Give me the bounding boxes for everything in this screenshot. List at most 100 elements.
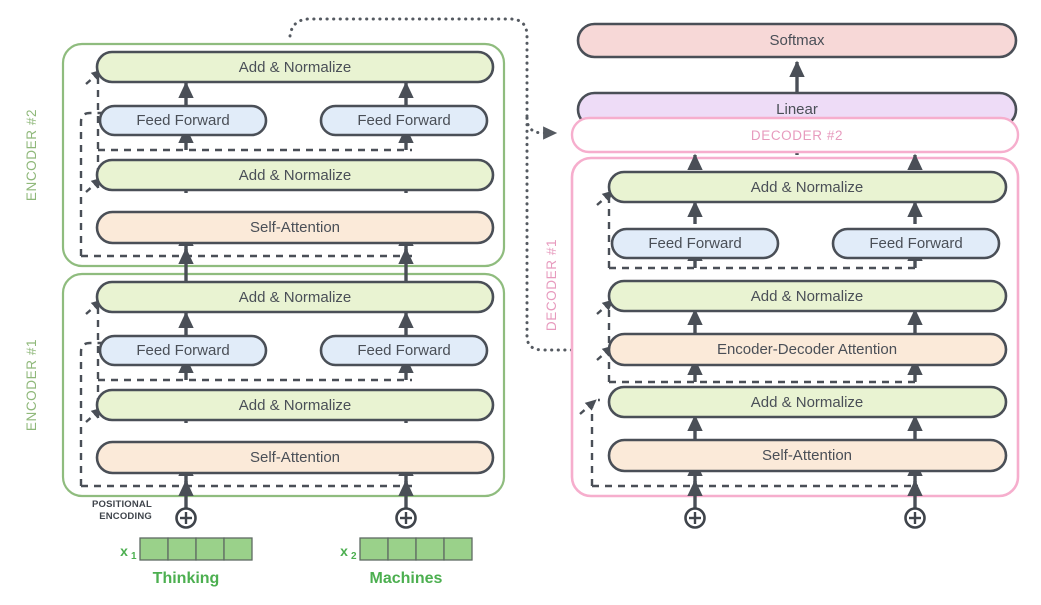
block-dec1-add-norm-mid[interactable]: Add & Normalize	[607, 279, 1008, 313]
block-label: Feed Forward	[648, 235, 741, 252]
enc2-residual-arrow-top	[85, 69, 103, 85]
embedding-cell	[359, 537, 389, 561]
embedding-x1-cells	[139, 537, 253, 561]
block-label: Encoder-Decoder Attention	[717, 341, 897, 358]
decoder-1-label: DECODER #1	[544, 239, 559, 331]
block-enc1-add-norm-top[interactable]: Add & Normalize	[95, 280, 495, 314]
embedding-cell	[415, 537, 445, 561]
decoder-group-1[interactable]: DECODER #1 Add & Normalize Fe	[544, 156, 1020, 498]
block-label: Self-Attention	[250, 449, 340, 466]
block-softmax[interactable]: Softmax	[576, 22, 1018, 59]
block-rect	[607, 279, 1008, 313]
dotted-branch-to-decoder-2	[525, 116, 558, 140]
block-rect	[95, 388, 495, 422]
embedding-cell	[223, 537, 253, 561]
enc2-residual-lower-left	[79, 111, 186, 256]
embedding-x1[interactable]: x 1 Thinking	[120, 537, 253, 587]
enc1-residual-arrow-mid	[85, 407, 103, 423]
block-label: Linear	[776, 101, 818, 118]
embedding-cell	[139, 537, 169, 561]
block-dec1-encoder-decoder-attention[interactable]: Encoder-Decoder Attention	[607, 332, 1008, 367]
block-rect	[607, 438, 1008, 473]
block-enc1-add-norm-bottom[interactable]: Add & Normalize	[95, 388, 495, 422]
enc1-residual-arrow-top	[85, 299, 103, 315]
embedding-x1-word: Thinking	[153, 570, 220, 587]
block-enc1-feed-forward-left[interactable]: Feed Forward	[98, 334, 268, 367]
block-enc2-feed-forward-right[interactable]: Feed Forward	[319, 104, 489, 137]
dec1-residual-arrow-mid	[596, 299, 614, 315]
block-dec1-feed-forward-left[interactable]: Feed Forward	[610, 227, 780, 260]
block-enc2-feed-forward-left[interactable]: Feed Forward	[98, 104, 268, 137]
block-rect	[319, 104, 489, 137]
block-dec1-self-attention[interactable]: Self-Attention	[607, 438, 1008, 473]
block-label: Softmax	[769, 32, 825, 49]
decoder-2-container	[570, 116, 1020, 154]
block-rect	[607, 332, 1008, 367]
positional-encoding-label-line2: ENCODING	[99, 511, 152, 522]
embedding-x2[interactable]: x 2 Machines	[340, 537, 473, 587]
encoder-2-label: ENCODER #2	[24, 109, 39, 201]
dec1-residual-arrow-bottom	[579, 399, 597, 415]
embedding-x2-word: Machines	[370, 570, 443, 587]
block-label: Feed Forward	[357, 342, 450, 359]
block-enc2-add-norm-bottom[interactable]: Add & Normalize	[95, 158, 495, 192]
block-rect	[95, 50, 495, 84]
block-label: Feed Forward	[357, 112, 450, 129]
block-label: Add & Normalize	[239, 167, 352, 184]
block-label: Add & Normalize	[239, 289, 352, 306]
embedding-x2-vector-label: x	[340, 543, 348, 559]
decoder-2-label: DECODER #2	[751, 128, 843, 143]
block-rect	[610, 227, 780, 260]
block-enc1-self-attention[interactable]: Self-Attention	[95, 440, 495, 475]
decoder-group-2[interactable]: DECODER #2	[570, 116, 1020, 154]
encoder-2-container	[61, 42, 506, 268]
encoder-group-1[interactable]: ENCODER #1 Add & Normalize Feed Forward …	[24, 272, 506, 498]
block-label: Add & Normalize	[239, 59, 352, 76]
embedding-cell	[387, 537, 417, 561]
embedding-cell	[167, 537, 197, 561]
block-rect	[98, 104, 268, 137]
embedding-cell	[443, 537, 473, 561]
embedding-x2-vector-sub: 2	[351, 551, 357, 562]
block-dec1-add-norm-top[interactable]: Add & Normalize	[607, 170, 1008, 204]
block-enc1-feed-forward-right[interactable]: Feed Forward	[319, 334, 489, 367]
dotted-trunk-upper	[288, 17, 529, 120]
dotted-branch-to-enc-dec-attention	[525, 116, 590, 357]
encoder-group-2[interactable]: ENCODER #2 Add & Normalize Feed Forward …	[24, 42, 506, 268]
block-label: Add & Normalize	[751, 179, 864, 196]
embedding-cell	[195, 537, 225, 561]
block-dec1-add-norm-bottom[interactable]: Add & Normalize	[607, 385, 1008, 419]
encoder-to-decoder-connector	[288, 17, 590, 357]
block-rect	[576, 22, 1018, 59]
block-enc2-self-attention[interactable]: Self-Attention	[95, 210, 495, 245]
encoder-1-label: ENCODER #1	[24, 339, 39, 431]
block-rect	[95, 440, 495, 475]
block-dec1-feed-forward-right[interactable]: Feed Forward	[831, 227, 1001, 260]
dec-pe-1[interactable]	[684, 507, 706, 529]
block-label: Self-Attention	[762, 447, 852, 464]
dec-pe-2[interactable]	[904, 507, 926, 529]
encoder-1-container	[61, 272, 506, 498]
enc2-residual-arrow-mid	[85, 177, 103, 193]
block-rect	[319, 334, 489, 367]
block-rect	[607, 170, 1008, 204]
block-enc2-add-norm-top[interactable]: Add & Normalize	[95, 50, 495, 84]
dec1-residual-arrow-top	[596, 190, 614, 206]
block-label: Feed Forward	[136, 342, 229, 359]
block-rect	[95, 280, 495, 314]
block-label: Add & Normalize	[751, 394, 864, 411]
embedding-x1-vector-label: x	[120, 543, 128, 559]
enc1-residual-lower-left	[79, 341, 186, 486]
positional-encoding-label-line1: POSITIONAL	[92, 499, 152, 510]
embedding-x2-cells	[359, 537, 473, 561]
block-label: Add & Normalize	[751, 288, 864, 305]
enc-pe-1[interactable]	[175, 507, 197, 529]
block-rect	[95, 210, 495, 245]
dec1-residual-arrow-encdec	[596, 345, 614, 361]
positional-encoding-decoder	[684, 479, 926, 529]
block-rect	[95, 158, 495, 192]
block-label: Add & Normalize	[239, 397, 352, 414]
enc-pe-2[interactable]	[395, 507, 417, 529]
block-label: Feed Forward	[869, 235, 962, 252]
